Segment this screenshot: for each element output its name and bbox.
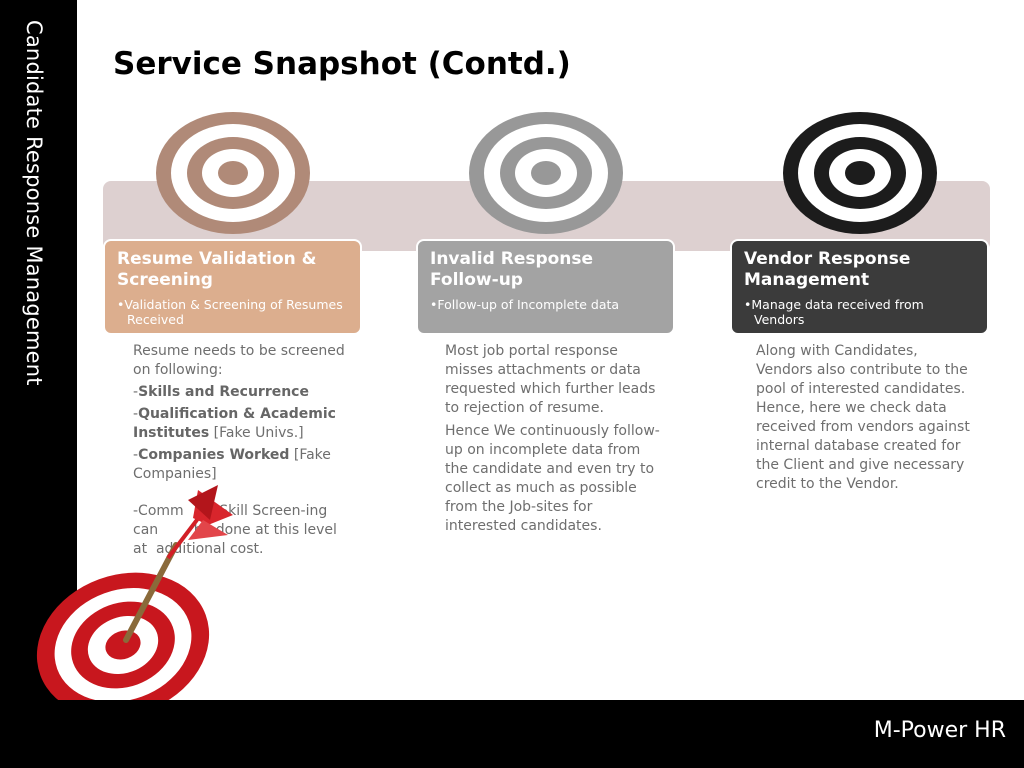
card-vendor-response: Vendor Response Management •Manage data …	[730, 239, 989, 335]
detail-text-followup: Most job portal response misses attachme…	[445, 342, 660, 536]
card-resume-validation: Resume Validation & Screening •Validatio…	[103, 239, 362, 335]
detail-paragraph: Hence We continuously follow-up on incom…	[445, 423, 660, 534]
detail-paragraph: Most job portal response misses attachme…	[445, 343, 656, 416]
bullseye-target-icon	[468, 111, 624, 235]
detail-item: -Skills and Recurrence	[133, 384, 309, 400]
detail-intro: Resume needs to be screened on following…	[133, 343, 345, 378]
detail-text-vendor: Along with Candidates, Vendors also cont…	[756, 342, 971, 494]
detail-item: -Companies Worked [Fake Companies]	[133, 447, 331, 482]
dartboard-with-dart-icon	[28, 480, 238, 730]
sidebar-title: Candidate Response Management	[22, 20, 46, 386]
card-bullet: •Manage data received from Vendors	[744, 297, 924, 327]
page-title: Service Snapshot (Contd.)	[113, 46, 571, 82]
bullseye-target-icon	[782, 111, 938, 235]
card-title: Invalid Response Follow-up	[430, 249, 594, 290]
bullseye-target-icon	[155, 111, 311, 235]
sidebar	[0, 0, 77, 700]
detail-text-resume: Resume needs to be screened on following…	[133, 342, 348, 559]
card-bullet: •Validation & Screening of Resumes Recei…	[117, 297, 343, 327]
card-title: Vendor Response Management	[744, 249, 911, 290]
footer-brand: M-Power HR	[873, 718, 1006, 743]
card-title: Resume Validation & Screening	[117, 249, 317, 290]
detail-item: -Qualification & Academic Institutes [Fa…	[133, 406, 336, 441]
card-invalid-response: Invalid Response Follow-up •Follow-up of…	[416, 239, 675, 335]
card-bullet: •Follow-up of Incomplete data	[430, 297, 620, 312]
detail-paragraph: Along with Candidates, Vendors also cont…	[756, 343, 970, 492]
footer-bar	[0, 700, 1024, 768]
